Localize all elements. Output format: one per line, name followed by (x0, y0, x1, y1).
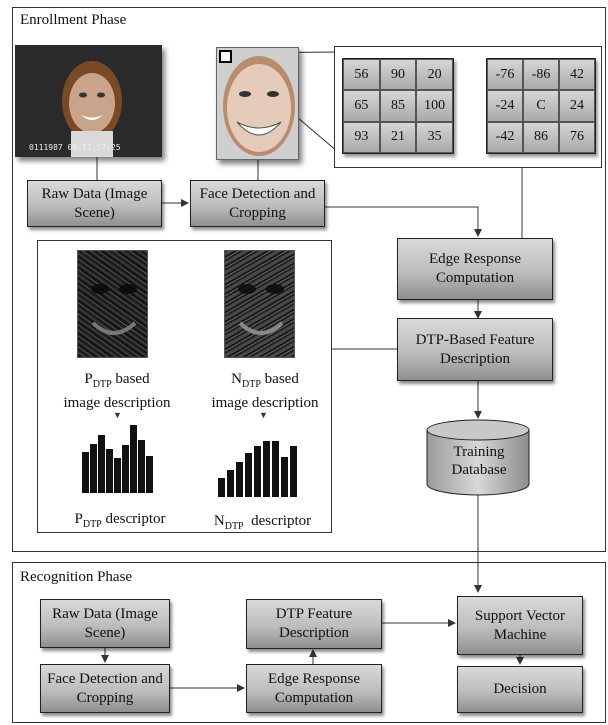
histogram-bar (290, 446, 297, 497)
grid-cell: 85 (379, 90, 417, 122)
ndtp-descriptor-prefix: N (213, 513, 225, 529)
ndtp-descriptor-label: NDTP descriptor (195, 512, 330, 536)
ndtp-desc-suffix: based (260, 371, 299, 387)
enroll-raw-data-box: Raw Data (Image Scene) (27, 180, 162, 227)
pdtp-down-arrow: ▼ (113, 410, 122, 420)
recog-raw-data-box: Raw Data (Image Scene) (40, 599, 170, 648)
enroll-edge-response-label: Edge Response Computation (428, 251, 522, 286)
enroll-face-detection-box: Face Detection and Cropping (190, 180, 325, 227)
grid-cell: 24 (559, 90, 595, 122)
intensity-grid: 56 90 20 65 85 100 93 21 35 (342, 58, 454, 154)
edge-response-grid: -76 -86 42 -24 C 24 -42 86 76 (486, 58, 596, 154)
recog-edge-response-box: Edge Response Computation (246, 664, 382, 713)
raw-scene-photo: 0111987 00:11:57:25 (15, 45, 162, 157)
training-db-label: Training Database (451, 444, 507, 478)
histogram-bar (254, 446, 261, 497)
ndtp-descriptor-suffix: descriptor (243, 513, 312, 529)
recog-raw-data-label: Raw Data (Image Scene) (52, 605, 158, 641)
cropped-face-photo (216, 47, 299, 160)
grid-cell: 42 (559, 59, 595, 91)
ndtp-texture-image (224, 250, 295, 358)
enroll-dtp-feature-label: DTP-Based Feature Description (415, 331, 535, 367)
histogram-bar (245, 453, 252, 497)
grid-cell: 56 (343, 59, 380, 91)
grid-cell: 35 (416, 121, 453, 153)
enroll-edge-response-box: Edge Response Computation (397, 238, 553, 300)
pdtp-descriptor-suffix: descriptor (101, 511, 166, 527)
pdtp-desc-line2: image description (63, 395, 171, 411)
histogram-bar (122, 445, 129, 493)
recognition-phase-title: Recognition Phase (20, 569, 133, 585)
grid-cell: -24 (487, 90, 523, 122)
histogram-bar (263, 441, 270, 497)
recog-dtp-feature-label: DTP Feature Description (275, 606, 353, 641)
grid-cell: 93 (343, 121, 380, 153)
histogram-bar (130, 425, 137, 493)
grid-cell: C (523, 90, 559, 122)
grid-cell: -86 (523, 59, 559, 91)
camera-timestamp: 0111987 00:11:57:25 (29, 143, 121, 152)
ndtp-desc-prefix: N (231, 371, 243, 387)
histogram-bar (272, 441, 279, 497)
pdtp-histogram (82, 425, 154, 493)
grid-cell: 20 (416, 59, 453, 91)
histogram-bar (114, 458, 121, 493)
histogram-bar (281, 457, 288, 497)
pdtp-desc-sub: DTP (92, 379, 112, 390)
recog-face-detection-box: Face Detection and Cropping (40, 664, 170, 713)
grid-cell: 86 (523, 121, 559, 153)
recog-svm-box: Support Vector Machine (457, 596, 583, 655)
grid-cell: 21 (379, 121, 417, 153)
enrollment-phase-title: Enrollment Phase (20, 12, 127, 28)
pdtp-desc-suffix: based (111, 371, 150, 387)
enrollment-phase-panel (12, 7, 606, 552)
histogram-bar (227, 470, 234, 497)
grid-cell: -42 (487, 121, 523, 153)
grid-cell: -76 (487, 59, 523, 91)
recog-svm-label: Support Vector Machine (474, 607, 566, 643)
grid-cell: 76 (559, 121, 595, 153)
pdtp-texture-image (77, 250, 148, 358)
histogram-bar (82, 452, 89, 493)
recog-face-detection-label: Face Detection and Cropping (47, 670, 163, 706)
recog-decision-label: Decision (493, 681, 547, 697)
histogram-bar (146, 456, 153, 493)
ndtp-down-arrow: ▼ (259, 410, 268, 420)
histogram-bar (98, 435, 105, 493)
histogram-bar (90, 444, 97, 493)
grid-cell: 65 (343, 90, 380, 122)
enroll-dtp-feature-box: DTP-Based Feature Description (397, 318, 553, 381)
ndtp-desc-sub: DTP (242, 379, 261, 390)
recognition-phase-panel (12, 562, 606, 723)
ndtp-histogram (218, 433, 298, 497)
histogram-bar (218, 478, 225, 497)
pdtp-descriptor-label: PDTP descriptor (55, 510, 185, 534)
histogram-bar (236, 462, 243, 497)
pdtp-descriptor-prefix: P (74, 511, 83, 527)
enroll-raw-data-label: Raw Data (Image Scene) (41, 185, 148, 221)
sample-pixel-marker (219, 50, 232, 63)
pdtp-descriptor-sub: DTP (82, 519, 102, 530)
recog-edge-response-label: Edge Response Computation (267, 670, 361, 706)
ndtp-desc-line2: image description (211, 395, 319, 411)
training-database-cylinder (426, 419, 530, 496)
histogram-bar (138, 440, 145, 493)
grid-cell: 90 (379, 59, 417, 91)
recog-decision-box: Decision (457, 666, 583, 713)
grid-cell: 100 (416, 90, 453, 122)
ndtp-image-description-label: NDTP based image description (200, 370, 330, 412)
enroll-face-detection-label: Face Detection and Cropping (199, 185, 316, 221)
pdtp-desc-prefix: P (84, 371, 93, 387)
ndtp-descriptor-sub: DTP (224, 521, 244, 532)
recog-dtp-feature-box: DTP Feature Description (246, 599, 382, 649)
histogram-bar (106, 449, 113, 493)
pdtp-image-description-label: PDTP based image description (52, 370, 182, 412)
